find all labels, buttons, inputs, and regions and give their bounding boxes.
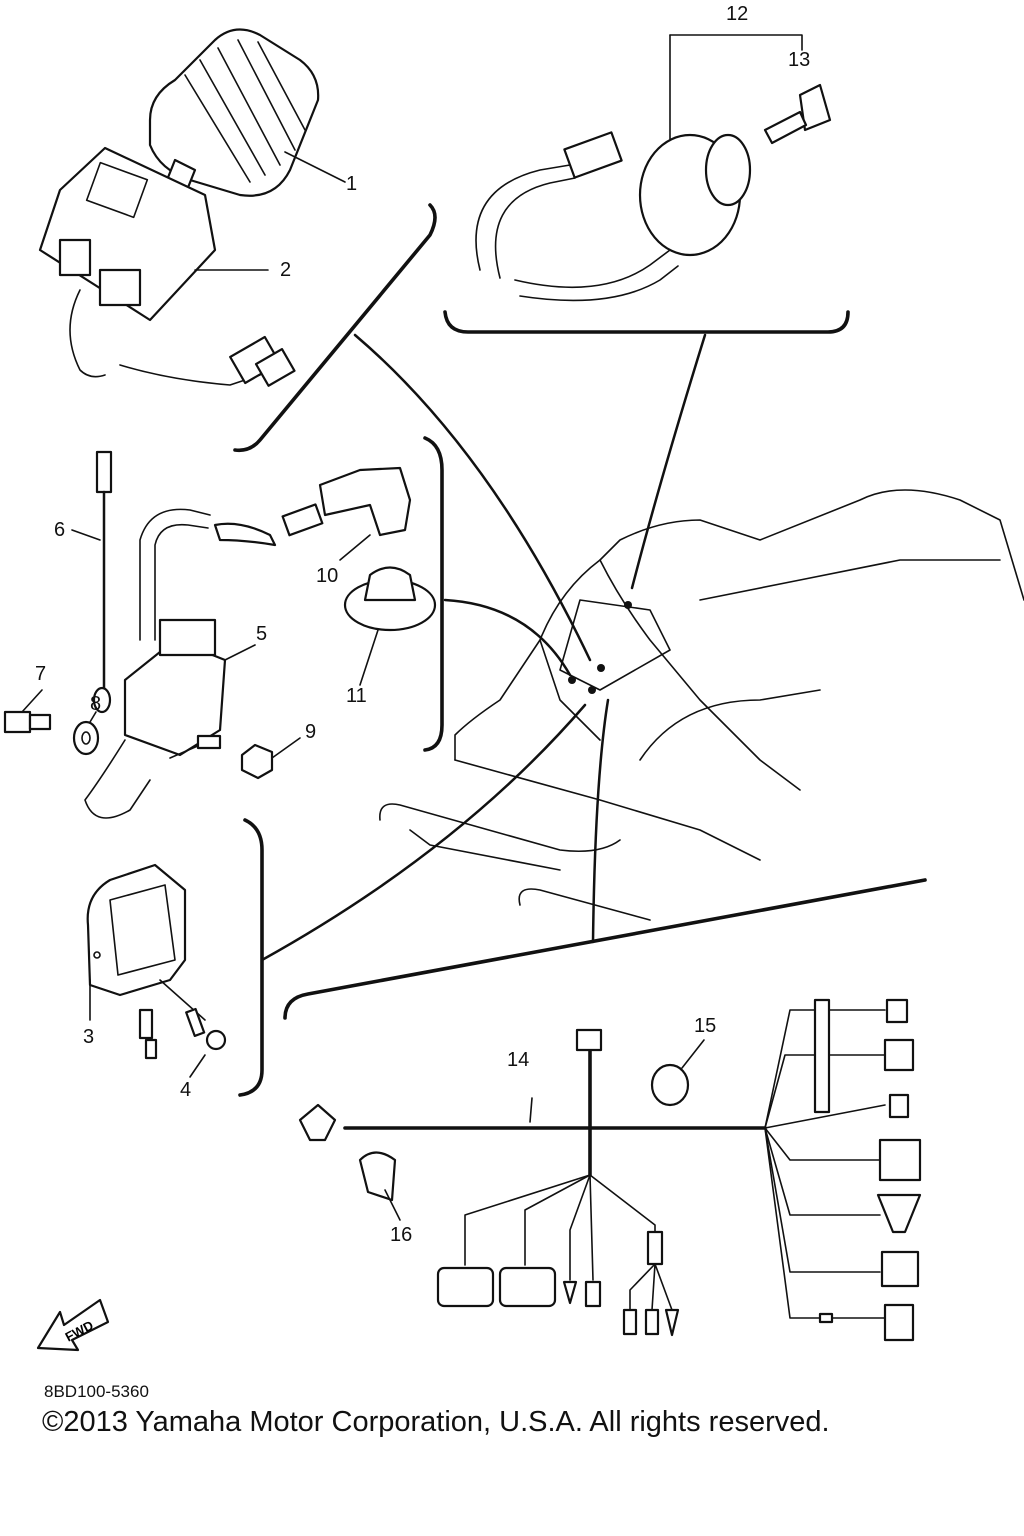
forward-arrow-icon: FWD [36, 1298, 110, 1352]
callout-6: 6 [54, 519, 66, 541]
washer-8 [72, 711, 100, 756]
callout-5: 5 [256, 623, 268, 645]
main-switch-assembly [475, 34, 803, 302]
copyright-notice: ©2013 Yamaha Motor Corporation, U.S.A. A… [42, 1406, 830, 1438]
clamp-16 [358, 1151, 401, 1221]
spark-plug-cap [213, 466, 412, 561]
callout-12: 12 [726, 3, 749, 25]
callout-13: 13 [788, 49, 811, 71]
ignition-key [763, 83, 832, 145]
callout-2: 2 [280, 259, 292, 281]
bracket-handlebar-group [233, 203, 437, 453]
snowmobile-outline [379, 489, 1024, 921]
callout-4: 4 [180, 1079, 192, 1101]
diagram-part-code: 8BD100-5360 [44, 1382, 149, 1401]
bolt-7 [3, 689, 52, 734]
callout-11: 11 [346, 685, 367, 707]
handlebar-grip [148, 28, 346, 197]
callout-16: 16 [390, 1224, 413, 1246]
ignition-coil [84, 508, 256, 819]
callout-10: 10 [316, 565, 339, 587]
callout-8: 8 [90, 693, 102, 715]
strap [71, 450, 113, 714]
routing-arrows [260, 333, 707, 962]
callout-3: 3 [83, 1026, 95, 1048]
grommet [343, 566, 437, 686]
nut-9 [240, 737, 301, 780]
callout-7: 7 [35, 663, 47, 685]
wire-harness [298, 998, 922, 1342]
grommet-15 [650, 1039, 705, 1107]
bolt-4 [159, 979, 227, 1078]
throttle-housing [38, 146, 296, 387]
bracket-coil-group [423, 436, 444, 752]
callout-9: 9 [305, 721, 317, 743]
callout-15: 15 [694, 1015, 717, 1037]
callout-14: 14 [507, 1049, 530, 1071]
bracket-mainswitch-group [443, 310, 850, 334]
callout-1: 1 [346, 173, 358, 195]
bracket-cdi-group [238, 818, 264, 1097]
bracket-harness-group [283, 878, 927, 1020]
cdi-unit [86, 863, 187, 1060]
